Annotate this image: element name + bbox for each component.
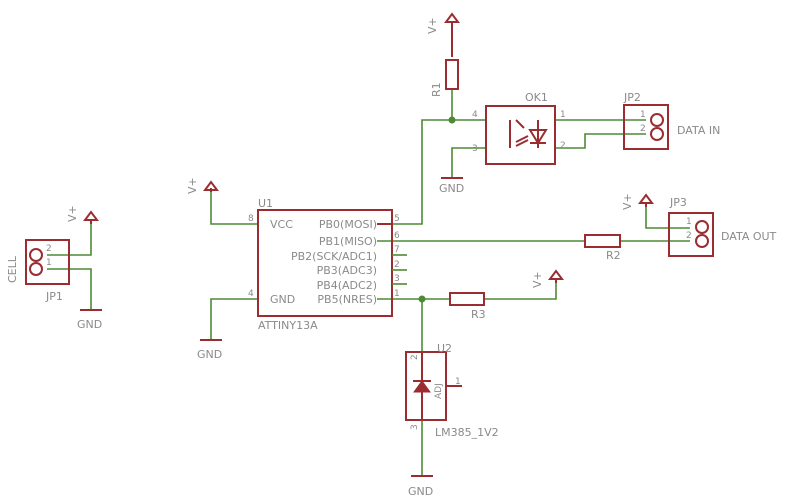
u2-reference: U2 LM385_1V2 ADJ 1 2 3 <box>405 342 499 439</box>
wire-r3-vplus <box>484 283 557 300</box>
gnd-u2-label: GND <box>408 485 433 498</box>
r1: R1 <box>430 59 459 97</box>
u1-name: U1 <box>258 197 273 210</box>
jp3-label: DATA OUT <box>721 230 777 243</box>
ok1-pin2: 2 <box>560 141 566 151</box>
u1-pin-number: 6 <box>394 231 400 241</box>
wire-jp1-pin1-gnd <box>47 268 92 310</box>
jp2-pin2: 2 <box>640 124 646 134</box>
u2-pin1: 1 <box>455 377 461 387</box>
u1-pin-label: PB2(SCK/ADC1) <box>291 250 377 263</box>
u1-vcc-label: VCC <box>270 218 293 231</box>
u1-pin-label: PB1(MISO) <box>319 235 377 248</box>
u1-pin-label: PB0(MOSI) <box>319 218 377 231</box>
u1-pin-number: 3 <box>394 274 400 284</box>
vplus-jp1: V+ <box>66 205 99 224</box>
r3: R3 <box>449 292 486 321</box>
r1-label: R1 <box>430 82 443 97</box>
u1-pin-number: 2 <box>394 260 400 270</box>
vplus-r1-label: V+ <box>426 17 439 34</box>
r3-label: R3 <box>471 308 486 321</box>
wire-ok1-jp2-pin2 <box>555 133 646 149</box>
gnd-u1-label: GND <box>197 348 222 361</box>
u1-vcc-pin: 8 <box>248 214 254 224</box>
jp3-pin1: 1 <box>686 217 692 227</box>
u1-pin-number: 5 <box>394 214 400 224</box>
u2-pin3: 3 <box>410 424 420 430</box>
gnd-u1: GND <box>197 339 222 361</box>
u1-ic: U1 ATTINY13A VCC GND 8 4 PB0(MOSI) PB1(M… <box>248 197 407 332</box>
vplus-u1-label: V+ <box>186 177 199 194</box>
u1-pin-label: PB3(ADC3) <box>317 264 377 277</box>
junction-dot-top <box>448 116 456 124</box>
wire-junction-u1-pb0 <box>377 119 452 225</box>
jp2-name: JP2 <box>623 91 641 104</box>
ok1-pin1: 1 <box>560 110 566 120</box>
wire-u1-gnd <box>210 298 258 340</box>
jp1-pin1: 1 <box>46 258 52 268</box>
gnd-u2: GND <box>408 475 433 498</box>
gnd-jp1: GND <box>77 309 102 331</box>
vplus-jp3: V+ <box>621 193 654 210</box>
jp3-pin2: 2 <box>686 231 692 241</box>
jp3-connector: JP3 1 2 DATA OUT <box>668 196 777 257</box>
jp1-connector: 2 1 JP1 CELL <box>6 239 70 303</box>
u1-value: ATTINY13A <box>258 319 318 332</box>
jp3-name: JP3 <box>669 196 687 209</box>
wire-jp1-pin2-vplus <box>47 224 92 256</box>
ok1-label: OK1 <box>525 91 548 104</box>
u1-pin-number: 7 <box>394 245 400 255</box>
u1-gnd-label: GND <box>270 293 295 306</box>
wire-ok1-pin3-gnd <box>451 147 486 178</box>
jp2-label: DATA IN <box>677 124 720 137</box>
ok1: OK1 4 3 1 2 <box>472 91 566 165</box>
u2-value: LM385_1V2 <box>435 426 499 439</box>
vplus-r1: V+ <box>426 12 460 57</box>
u1-right-pins: PB0(MOSI) PB1(MISO) PB2(SCK/ADC1) PB3(AD… <box>291 214 407 306</box>
jp2-pin1: 1 <box>640 110 646 120</box>
u1-gnd-pin: 4 <box>248 289 254 299</box>
vplus-jp1-label: V+ <box>66 205 79 222</box>
junction-dot-bottom <box>418 295 426 303</box>
vplus-u1: V+ <box>186 177 219 194</box>
ok1-pin3: 3 <box>472 144 478 154</box>
gnd-ok1: GND <box>439 177 464 195</box>
jp1-pin2: 2 <box>46 244 52 254</box>
gnd-jp1-label: GND <box>77 318 102 331</box>
r2-label: R2 <box>606 249 621 262</box>
ok1-pin4: 4 <box>472 110 478 120</box>
jp2-connector: JP2 1 2 DATA IN <box>623 91 720 150</box>
u2-name: U2 <box>437 342 452 355</box>
jp1-name: JP1 <box>45 290 63 303</box>
gnd-ok1-label: GND <box>439 182 464 195</box>
jp1-label: CELL <box>6 255 19 283</box>
vplus-r3-label: V+ <box>531 271 544 288</box>
u1-pin-number: 1 <box>394 289 400 299</box>
r2: R2 <box>584 234 621 262</box>
u2-adj: ADJ <box>434 383 444 399</box>
u1-pin-label: PB5(NRES) <box>317 293 377 306</box>
u2-pin2: 2 <box>410 354 420 360</box>
vplus-r3: V+ <box>531 269 564 288</box>
vplus-jp3-label: V+ <box>621 193 634 210</box>
wires <box>47 89 690 476</box>
u1-pin-label: PB4(ADC2) <box>317 279 377 292</box>
wire-u1-vcc <box>210 192 258 225</box>
wire-jp3-vplus <box>645 207 690 229</box>
